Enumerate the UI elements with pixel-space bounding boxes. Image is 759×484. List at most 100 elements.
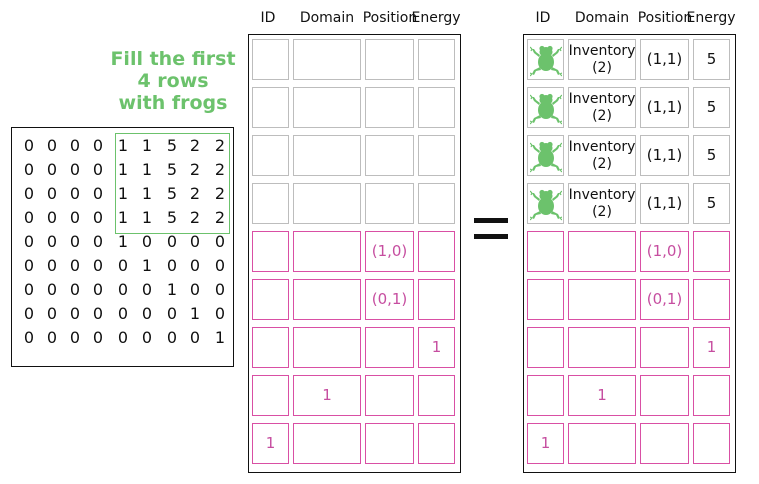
table-cell-text: (1,1) (646, 50, 683, 68)
table-cell (252, 327, 289, 368)
table-cell-text: Inventory (2) (568, 186, 636, 220)
table-cell (252, 231, 289, 272)
table-cell-text: 1 (540, 434, 551, 452)
table-cell-text: Inventory (2) (568, 42, 636, 76)
matrix-cell: 0 (92, 136, 104, 155)
table-cell (252, 375, 289, 416)
matrix-cell: 0 (23, 160, 35, 179)
annotation-text: Fill the first 4 rows with frogs (100, 48, 246, 114)
matrix-cell: 0 (23, 256, 35, 275)
table-cell (418, 423, 455, 464)
matrix-cell: 0 (166, 232, 178, 251)
matrix-cell: 1 (117, 160, 129, 179)
table-cell (568, 279, 636, 320)
matrix-cell: 0 (46, 256, 58, 275)
matrix-cell: 0 (92, 304, 104, 323)
table-cell-text: (1,1) (646, 98, 683, 116)
table-cell (365, 423, 414, 464)
table-cell: (1,0) (640, 231, 689, 272)
table-cell (293, 39, 361, 80)
table-cell-frog (527, 135, 564, 176)
table-cell (293, 183, 361, 224)
table-cell (252, 135, 289, 176)
matrix-cell: 2 (214, 160, 226, 179)
matrix-cell: 2 (189, 184, 201, 203)
matrix-cell: 0 (117, 280, 129, 299)
table-cell (293, 327, 361, 368)
matrix-cell: 2 (189, 160, 201, 179)
matrix-cell: 0 (46, 184, 58, 203)
table-cell (293, 231, 361, 272)
matrix-cell: 0 (117, 256, 129, 275)
table-cell-text: 5 (706, 194, 717, 212)
table-cell-text: 1 (597, 386, 607, 404)
matrix-cell: 5 (166, 184, 178, 203)
table-cell: Inventory (2) (568, 183, 636, 224)
table-cell (418, 231, 455, 272)
table-cell (293, 423, 361, 464)
matrix-cell: 1 (214, 328, 226, 347)
matrix-cell: 0 (46, 208, 58, 227)
table-cell: (1,0) (365, 231, 414, 272)
matrix-cell: 0 (117, 328, 129, 347)
frog-icon (530, 91, 562, 125)
matrix-cell: 0 (69, 304, 81, 323)
table-cell (252, 279, 289, 320)
column-header: Domain (574, 10, 630, 26)
column-header: Energy (686, 10, 736, 26)
table-cell-frog (527, 39, 564, 80)
table-cell: 5 (693, 87, 730, 128)
table-cell-text: Inventory (2) (568, 90, 636, 124)
matrix-cell: 0 (141, 280, 153, 299)
matrix-cell: 0 (23, 328, 35, 347)
table-cell-frog (527, 87, 564, 128)
table-cell-frog (527, 183, 564, 224)
matrix-cell: 0 (69, 184, 81, 203)
table-cell (418, 87, 455, 128)
matrix-cell: 1 (166, 280, 178, 299)
table-cell: (1,1) (640, 39, 689, 80)
table-cell-text: 1 (322, 386, 332, 404)
matrix-cell: 0 (23, 232, 35, 251)
matrix-cell: 0 (92, 160, 104, 179)
matrix-cell: 0 (92, 328, 104, 347)
table-cell (365, 375, 414, 416)
matrix-cell: 0 (214, 232, 226, 251)
table-cell-text: (0,1) (646, 290, 683, 308)
matrix-cell: 2 (189, 136, 201, 155)
table-cell-text: (1,1) (646, 194, 683, 212)
matrix-cell: 0 (23, 136, 35, 155)
frog-icon (530, 139, 562, 173)
equals-sign (474, 218, 508, 244)
frog-icon (530, 187, 562, 221)
table-cell (293, 135, 361, 176)
table-cell (252, 183, 289, 224)
table-cell (568, 231, 636, 272)
matrix-cell: 0 (214, 280, 226, 299)
table-cell (418, 183, 455, 224)
matrix-cell: 0 (117, 304, 129, 323)
annotation-line: Fill the first (110, 48, 236, 70)
matrix-cell: 1 (117, 184, 129, 203)
matrix-cell: 2 (214, 136, 226, 155)
table-cell: (0,1) (640, 279, 689, 320)
matrix-cell: 0 (23, 208, 35, 227)
table-cell (418, 39, 455, 80)
matrix-cell: 0 (214, 256, 226, 275)
matrix-cell: 0 (189, 280, 201, 299)
table-cell: Inventory (2) (568, 87, 636, 128)
matrix-cell: 0 (141, 328, 153, 347)
matrix-cell: 0 (92, 208, 104, 227)
matrix-cell: 0 (92, 232, 104, 251)
matrix-cell: 1 (141, 136, 153, 155)
table-cell: Inventory (2) (568, 39, 636, 80)
table-cell-text: 1 (431, 338, 442, 356)
table-cell (568, 423, 636, 464)
column-header: Position (637, 10, 693, 26)
matrix-cell: 0 (46, 304, 58, 323)
